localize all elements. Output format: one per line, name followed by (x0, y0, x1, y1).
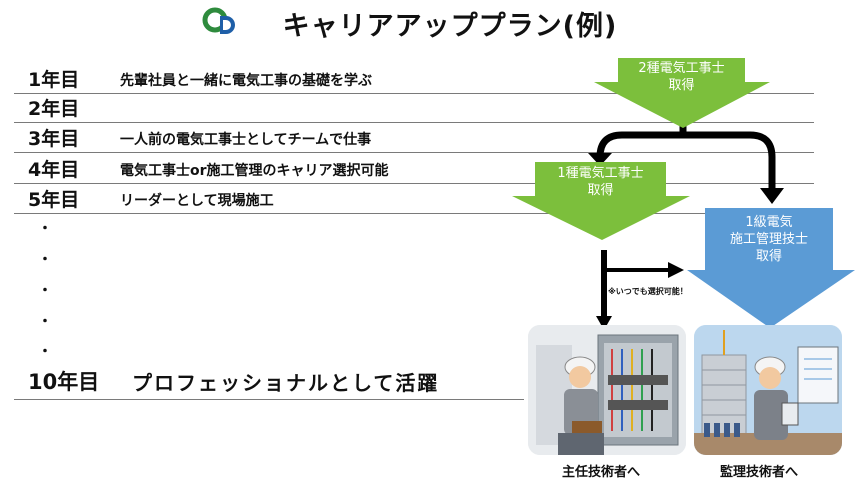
arrow-text-line: 1種電気工事士 (557, 166, 644, 181)
arrow-text-line: 2種電気工事士 (638, 61, 725, 76)
row-divider (14, 93, 814, 94)
year-label: 2年目 (28, 98, 80, 120)
down-arrowhead (596, 316, 612, 330)
arrow-cert2-label: 2種電気工事士 取得 (618, 60, 745, 94)
arrow-kanri-label: 1級電気 施工管理技士 取得 (705, 214, 833, 265)
arrow-cert1 (512, 162, 690, 240)
ellipsis-dot: ・ (38, 221, 52, 237)
branch-connector (596, 131, 776, 190)
ellipsis-dot: ・ (38, 252, 52, 268)
arrow-text-line: 取得 (755, 249, 782, 264)
company-logo (202, 7, 235, 34)
page-title: キャリアアッププラン(例) (0, 4, 860, 43)
title-text: キャリアアッププラン(例) (282, 11, 618, 42)
year-label: 1年目 (28, 69, 80, 91)
arrow-kanri (687, 208, 855, 328)
arrow-text-line: 施工管理技士 (729, 232, 808, 247)
supervising-engineer-image (694, 325, 842, 455)
row-divider (14, 183, 814, 184)
year-description: リーダーとして現場施工 (120, 193, 274, 209)
arrow-text-line: 取得 (587, 183, 614, 198)
row-divider (14, 152, 814, 153)
year-description: 一人前の電気工事士としてチームで仕事 (120, 132, 372, 148)
year-label: 4年目 (28, 159, 80, 181)
arrow-cert2 (594, 58, 770, 128)
final-year-label: 10年目 (28, 370, 100, 394)
supervisor-illustration (694, 325, 842, 455)
arrow-text-line: 取得 (668, 78, 695, 93)
final-year-description: プロフェッショナルとして活躍 (132, 371, 440, 395)
arrow-text-line: 1級電気 (745, 215, 793, 230)
ellipsis-dot: ・ (38, 344, 52, 360)
row-divider (14, 122, 814, 123)
branch-arrowhead-left (588, 153, 612, 166)
branch-arrowhead-right (760, 188, 784, 204)
chief-engineer-caption: 主任技術者へ (562, 465, 641, 480)
row-divider (14, 213, 814, 214)
electrician-illustration (528, 325, 686, 455)
selection-note: ※いつでも選択可能！ (608, 287, 688, 296)
row-divider (14, 399, 524, 400)
arrow-cert1-label: 1種電気工事士 取得 (535, 165, 666, 199)
chief-engineer-image (528, 325, 686, 455)
right-arrowhead (668, 262, 684, 278)
year-description: 電気工事士or施工管理のキャリア選択可能 (120, 163, 389, 179)
year-label: 5年目 (28, 189, 80, 211)
ellipsis-dot: ・ (38, 314, 52, 330)
supervising-engineer-caption: 監理技術者へ (720, 465, 799, 480)
year-label: 3年目 (28, 128, 80, 150)
ellipsis-dot: ・ (38, 283, 52, 299)
year-description: 先輩社員と一緒に電気工事の基礎を学ぶ (120, 73, 372, 89)
